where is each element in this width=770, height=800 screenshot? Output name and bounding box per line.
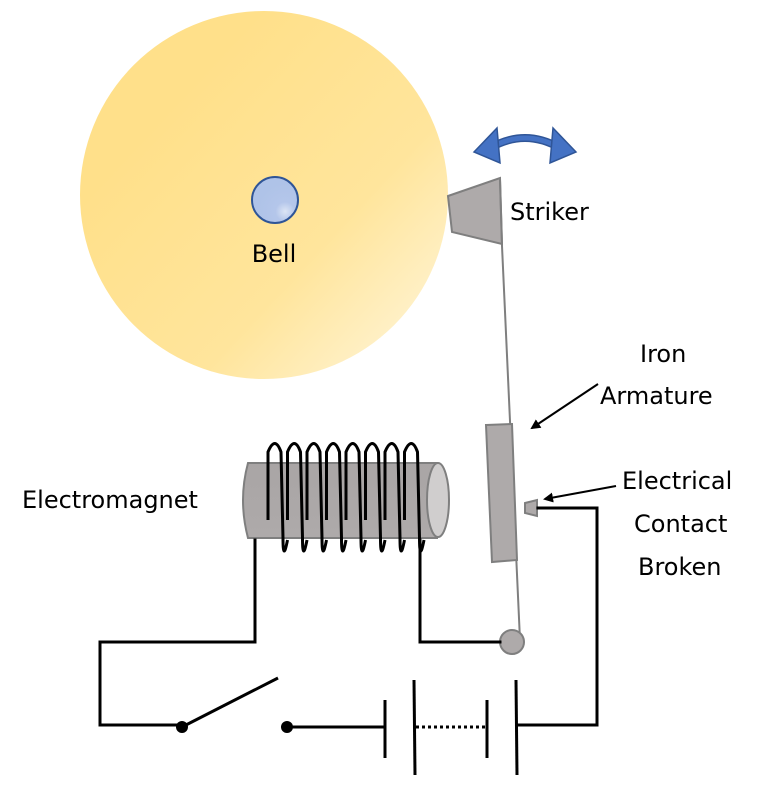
iron-armature — [484, 422, 519, 564]
iron-armature-pointer-arrow — [530, 383, 599, 430]
wire-coil-to-switch — [98, 538, 257, 727]
coil-turn — [383, 442, 406, 553]
pivot — [499, 629, 525, 655]
electromagnet — [242, 442, 450, 553]
wire-contact-to-battery — [516, 506, 599, 727]
contact-label-line2: Contact — [634, 510, 727, 538]
battery — [383, 679, 519, 776]
contact-pointer-arrow — [543, 485, 617, 503]
contact-label-line1: Electrical — [622, 467, 732, 495]
iron-core-end — [426, 462, 450, 538]
coil — [266, 442, 426, 553]
coil-turn — [305, 442, 328, 553]
coil-turn — [266, 442, 289, 553]
striker-label: Striker — [510, 198, 589, 226]
iron-armature-label-line1: Iron — [640, 340, 686, 368]
bell: Bell — [80, 11, 448, 379]
coil-turn — [325, 442, 348, 553]
coil-turn — [344, 442, 367, 553]
bell-label: Bell — [252, 240, 297, 268]
wire-coil-to-pivot — [418, 538, 502, 644]
coil-turn — [286, 442, 309, 553]
striking-motion-arrow-icon — [472, 126, 578, 165]
striker-head — [446, 176, 504, 246]
coil-turn — [403, 442, 426, 553]
battery-plate-long-1 — [412, 679, 417, 776]
spring-arm — [499, 179, 521, 641]
coil-turn — [364, 442, 387, 553]
iron-armature-label-line2: Armature — [600, 382, 713, 410]
switch-lever[interactable] — [181, 676, 279, 729]
battery-plate-long-2 — [514, 679, 519, 776]
electrical-contact — [524, 498, 538, 518]
bell-center-bolt — [251, 176, 299, 224]
contact-label-line3: Broken — [638, 553, 722, 581]
switch[interactable] — [176, 676, 293, 733]
electromagnet-label: Electromagnet — [22, 486, 198, 514]
